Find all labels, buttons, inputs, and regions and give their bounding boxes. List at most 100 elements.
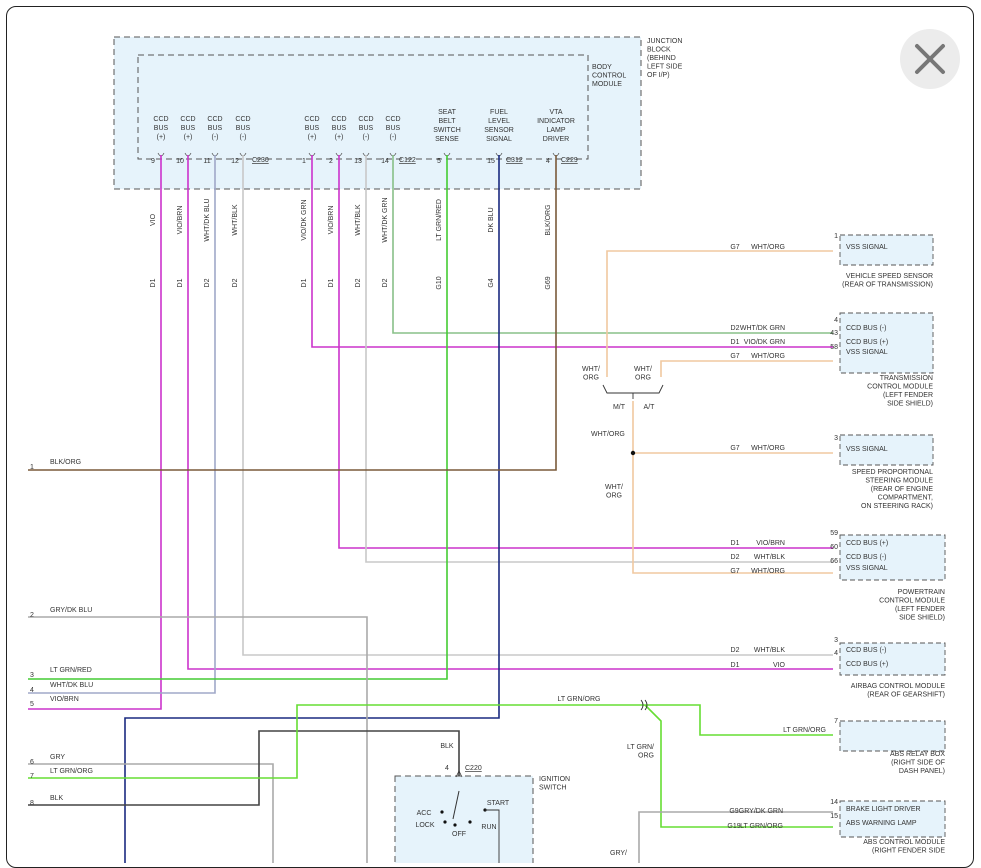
hwire-color: WHT/ORG bbox=[751, 445, 785, 452]
wire-wht-blk bbox=[242, 155, 833, 656]
wire-color-label: WHT/DK GRN bbox=[382, 197, 389, 242]
wire-vio-brn bbox=[187, 155, 833, 670]
module-pin-number: 3 bbox=[834, 637, 838, 644]
wire-color-label: LT GRN/RED bbox=[436, 199, 443, 241]
ignition-switch-box bbox=[394, 775, 534, 863]
hwire-color: VIO/BRN bbox=[756, 540, 785, 547]
module-description: (REAR OF GEARSHIFT) bbox=[867, 692, 945, 699]
pin-number: 1 bbox=[302, 158, 306, 165]
pin-label: (-) bbox=[212, 134, 219, 141]
hwire-circuit: D2 bbox=[731, 325, 740, 332]
hwire-circuit: G7 bbox=[730, 445, 739, 452]
wire-wht-dk-blu bbox=[28, 155, 216, 694]
module-pin-number: 4 bbox=[834, 650, 838, 657]
wht-org-label: ORG bbox=[635, 375, 651, 382]
pin-label: SENSOR bbox=[484, 127, 514, 134]
pin-label: CCD bbox=[180, 116, 195, 123]
module-pin-number: 43 bbox=[830, 330, 838, 337]
pin-number: 9 bbox=[151, 158, 155, 165]
close-button[interactable] bbox=[900, 29, 960, 89]
wire-lt-grn-org bbox=[28, 704, 833, 779]
ignition-position-label: LOCK bbox=[415, 822, 434, 829]
left-pin-number: 3 bbox=[30, 672, 34, 679]
blk-label: BLK bbox=[440, 743, 454, 750]
pin-label: BUS bbox=[208, 125, 223, 132]
module-description: (RIGHT FENDER SIDE bbox=[872, 848, 945, 855]
ignition-switch-label: IGNITION bbox=[539, 776, 570, 783]
module-description: (LEFT FENDER bbox=[895, 606, 945, 613]
left-pin-number: 1 bbox=[30, 464, 34, 471]
pin-number: 11 bbox=[203, 158, 210, 165]
module-pin-number: 58 bbox=[830, 344, 838, 351]
close-icon bbox=[915, 44, 945, 74]
wire-color-label: VIO/BRN bbox=[177, 206, 184, 235]
junction-block-label: OF I/P) bbox=[647, 72, 670, 79]
hwire-color: WHT/BLK bbox=[754, 647, 785, 654]
module-description: VEHICLE SPEED SENSOR bbox=[846, 273, 933, 280]
pin-label: CCD bbox=[207, 116, 222, 123]
connector-label: C220 bbox=[465, 765, 482, 772]
pin-label: INDICATOR bbox=[537, 118, 575, 125]
pin-label: CCD bbox=[358, 116, 373, 123]
hwire-circuit: G7 bbox=[730, 568, 739, 575]
pin-number: 12 bbox=[231, 158, 239, 165]
module-signal-label: BRAKE LIGHT DRIVER bbox=[846, 806, 921, 813]
module-description: (LEFT FENDER bbox=[883, 392, 933, 399]
pin-label: SWITCH bbox=[433, 127, 461, 134]
hwire-circuit: D1 bbox=[731, 540, 740, 547]
module-description: DASH PANEL) bbox=[899, 768, 945, 775]
wire-blk-org bbox=[28, 155, 557, 471]
module-box bbox=[839, 434, 934, 466]
ignition-switch-label: SWITCH bbox=[539, 785, 567, 792]
module-signal-label: VSS SIGNAL bbox=[846, 349, 888, 356]
wire-dk-blu bbox=[124, 155, 500, 863]
module-box bbox=[839, 800, 946, 838]
wire-lt-grn-red bbox=[28, 155, 448, 680]
wire-color-label: WHT/BLK bbox=[232, 204, 239, 235]
pin-label: CCD bbox=[235, 116, 250, 123]
ignition-position-label: START bbox=[487, 800, 510, 807]
hwire-color: LT GRN/ORG bbox=[783, 727, 826, 734]
hwire-color: WHT/ORG bbox=[751, 244, 785, 251]
module-pin-number: 60 bbox=[830, 544, 838, 551]
lt-grn-org-label: LT GRN/ORG bbox=[558, 696, 601, 703]
pin-label: (+) bbox=[184, 134, 193, 141]
wire-gry-dk-grn bbox=[638, 811, 833, 863]
pin-label: BUS bbox=[359, 125, 374, 132]
body-control-module-label: MODULE bbox=[592, 81, 622, 88]
gry-label: GRY/ bbox=[610, 850, 627, 857]
at-label: A/T bbox=[644, 404, 656, 411]
module-signal-label: CCD BUS (-) bbox=[846, 554, 886, 561]
wire-wht-dk-grn bbox=[392, 155, 833, 334]
hwire-color: VIO bbox=[773, 662, 786, 669]
connector-label: C229 bbox=[561, 157, 578, 164]
ignition-pin-number: 4 bbox=[445, 765, 449, 772]
module-signal-label: CCD BUS (+) bbox=[846, 540, 888, 547]
wire-circuit-label: D2 bbox=[204, 278, 211, 287]
module-box bbox=[839, 234, 934, 266]
pin-number: 14 bbox=[381, 158, 389, 165]
wire-vio-brn-2 bbox=[338, 155, 833, 549]
hwire-color: WHT/ORG bbox=[751, 353, 785, 360]
pin-label: BELT bbox=[439, 118, 457, 125]
pin-label: SIGNAL bbox=[486, 136, 512, 143]
module-box bbox=[839, 642, 946, 676]
pin-label: CCD bbox=[331, 116, 346, 123]
wire-color-label: DK BLU bbox=[488, 207, 495, 232]
module-box bbox=[839, 312, 934, 374]
wire-lt-grn-org-abs bbox=[644, 704, 833, 828]
pin-label: (-) bbox=[390, 134, 397, 141]
hwire-circuit: G9 bbox=[729, 808, 738, 815]
wht-org-label: WHT/ORG bbox=[591, 431, 625, 438]
module-pin-number: 4 bbox=[834, 317, 838, 324]
junction-block-label: (BEHIND bbox=[647, 55, 676, 62]
hwire-color: WHT/ORG bbox=[751, 568, 785, 575]
lt-grn-org-label: ORG bbox=[638, 753, 654, 760]
connector-label: C312 bbox=[506, 157, 523, 164]
pin-label: (+) bbox=[157, 134, 166, 141]
left-pin-number: 4 bbox=[30, 687, 34, 694]
hwire-color: GRY/DK GRN bbox=[739, 808, 783, 815]
pin-number: 2 bbox=[329, 158, 333, 165]
module-signal-label: CCD BUS (+) bbox=[846, 339, 888, 346]
